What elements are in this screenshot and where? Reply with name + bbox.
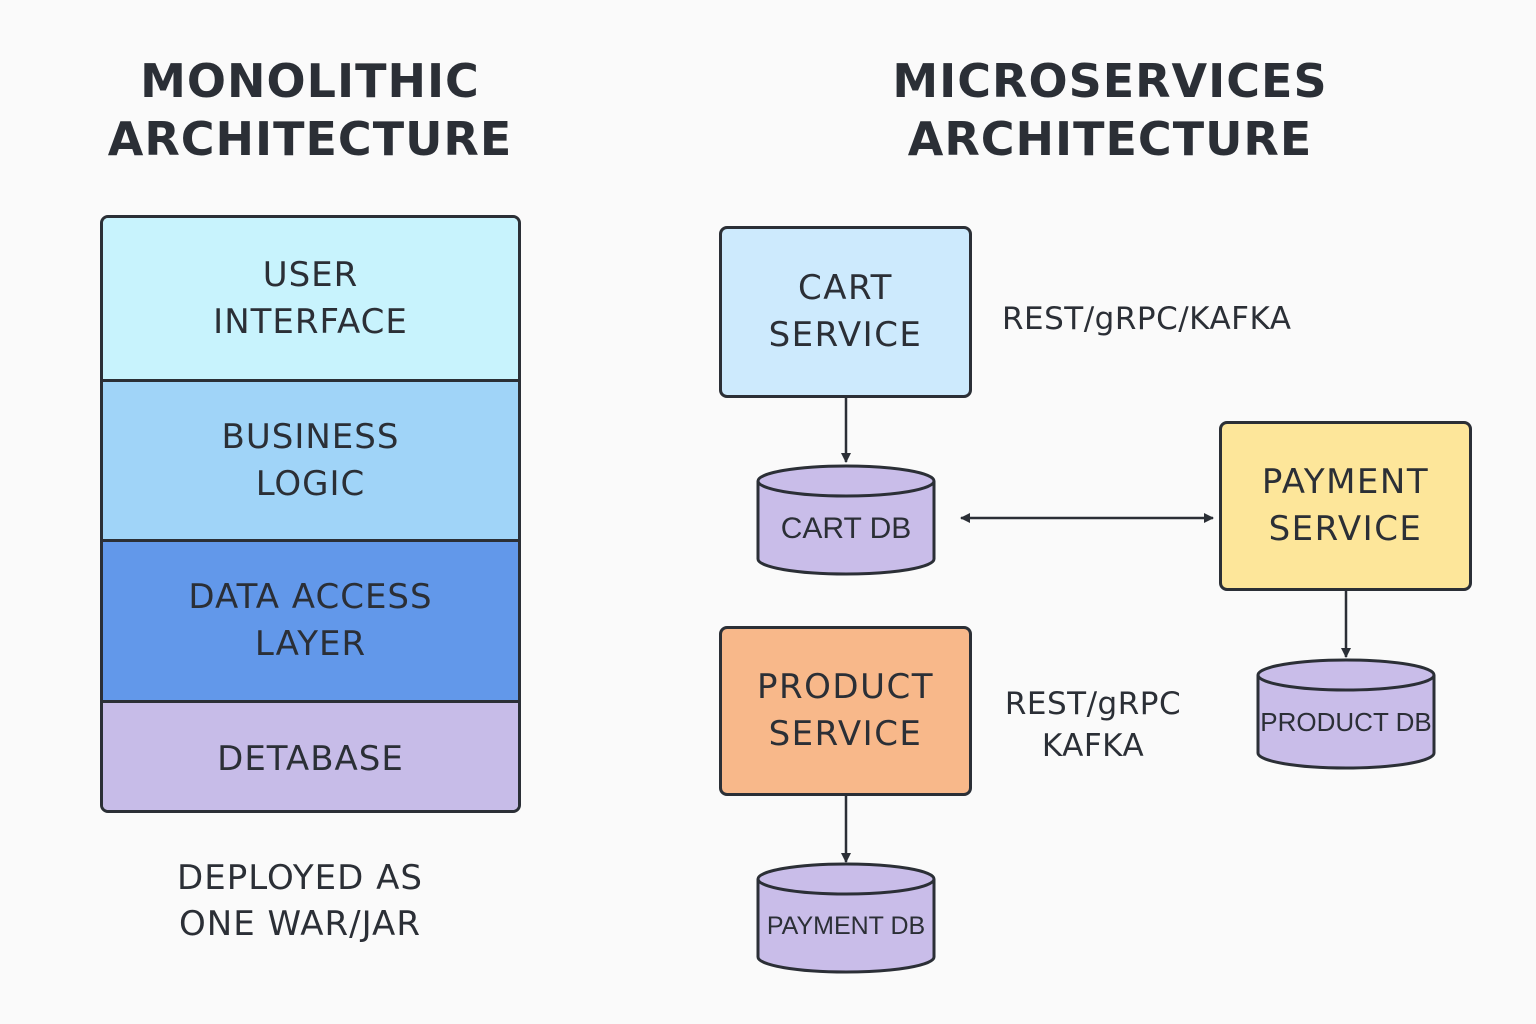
protocol-label-top: REST/gRPC/KAFKA <box>1002 298 1292 340</box>
layer-business-logic: BUSINESS LOGIC <box>103 379 518 539</box>
protocol-label-line: KAFKA <box>1041 728 1145 764</box>
cart-db-cylinder: CART DB <box>756 464 936 576</box>
microservices-title-line-2: ARCHITECTURE <box>907 112 1313 166</box>
layer-data-access: DATA ACCESS LAYER <box>103 539 518 700</box>
payment-service-box: PAYMENT SERVICE <box>1219 421 1472 591</box>
layer-database: DETABASE <box>103 700 518 810</box>
cart-service-box: CART SERVICE <box>719 226 972 398</box>
protocol-label-line: REST/gRPC <box>1004 686 1182 722</box>
microservices-title-line-1: MICROSERVICES <box>892 54 1328 108</box>
layer-label-line: LAYER <box>254 624 367 664</box>
payment-db-cylinder: PAYMENT DB <box>756 862 936 974</box>
product-service-box: PRODUCT SERVICE <box>719 626 972 796</box>
monolithic-title: MONOLITHIC ARCHITECTURE <box>60 52 560 168</box>
layer-label-line: DETABASE <box>217 739 404 779</box>
layer-label-line: USER <box>262 254 359 295</box>
protocol-label-bottom: REST/gRPC KAFKA <box>1000 683 1186 767</box>
service-label-line: PRODUCT <box>757 667 934 707</box>
database-cylinder-icon <box>756 464 936 576</box>
service-label-line: SERVICE <box>768 714 923 754</box>
monolithic-title-line-2: ARCHITECTURE <box>107 112 513 166</box>
deployment-note: DEPLOYED AS ONE WAR/JAR <box>130 855 470 947</box>
payment-db-label: PAYMENT DB <box>766 912 926 940</box>
protocol-label-line: REST/gRPC/KAFKA <box>1002 301 1292 337</box>
database-cylinder-icon <box>1256 658 1436 770</box>
deployment-note-line-2: ONE WAR/JAR <box>179 904 421 944</box>
service-label-line: SERVICE <box>768 315 923 355</box>
monolith-stack: USER INTERFACE BUSINESS LOGIC DATA ACCES… <box>100 215 521 813</box>
microservices-title: MICROSERVICES ARCHITECTURE <box>840 52 1380 168</box>
monolithic-title-line-1: MONOLITHIC <box>140 54 480 108</box>
layer-user-interface: USER INTERFACE <box>103 218 518 379</box>
service-label-line: PAYMENT <box>1261 462 1430 502</box>
layer-label-line: BUSINESS <box>221 416 400 457</box>
service-label-line: CART <box>798 268 893 308</box>
deployment-note-line-1: DEPLOYED AS <box>177 858 423 898</box>
product-db-cylinder: PRODUCT DB <box>1256 658 1436 770</box>
layer-label-line: LOGIC <box>255 463 366 504</box>
cart-db-label: CART DB <box>780 512 912 545</box>
layer-label-line: DATA ACCESS <box>188 577 433 617</box>
product-db-label: PRODUCT DB <box>1260 707 1432 737</box>
layer-label-line: INTERFACE <box>213 301 408 342</box>
database-cylinder-icon <box>756 862 936 974</box>
service-label-line: SERVICE <box>1268 509 1423 549</box>
